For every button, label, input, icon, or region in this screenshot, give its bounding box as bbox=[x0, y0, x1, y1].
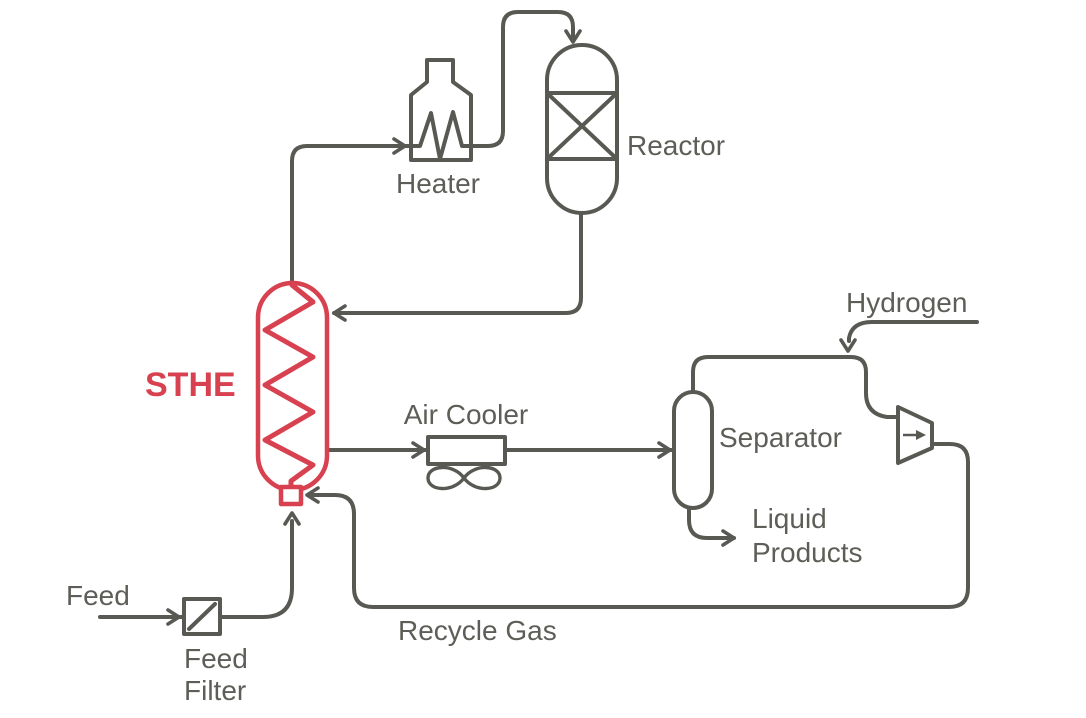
separator-symbol bbox=[672, 390, 714, 510]
pipe-recycle-gas bbox=[308, 442, 970, 609]
feed-filter-symbol bbox=[182, 597, 222, 636]
flow-arrow-into-sthe-shell bbox=[332, 304, 347, 322]
heater-body bbox=[409, 58, 473, 162]
pipe-reactor-to-sthe bbox=[332, 211, 583, 315]
sthe-symbol bbox=[255, 280, 330, 507]
sthe-label: STHE bbox=[145, 366, 236, 404]
flow-arrow-into-filter bbox=[166, 608, 181, 626]
labels: Heater Reactor STHE Air Cooler Separator… bbox=[66, 130, 967, 706]
feed-filter-diagonal bbox=[187, 602, 217, 631]
pipe-separator-to-compressor bbox=[691, 355, 900, 419]
pipe-hydrogen bbox=[847, 320, 979, 343]
reactor-label: Reactor bbox=[627, 130, 725, 161]
recycle-gas-label: Recycle Gas bbox=[398, 615, 557, 646]
pipe-liquid-products bbox=[687, 506, 736, 540]
flow-arrow-into-air-cooler bbox=[411, 441, 426, 459]
liquid-products-label-line1: Liquid bbox=[752, 503, 827, 534]
air-cooler-box bbox=[426, 435, 507, 466]
separator-shell bbox=[672, 390, 714, 510]
feed-filter-label-line2: Filter bbox=[184, 675, 246, 706]
pipe-filter-to-sthe bbox=[218, 519, 294, 619]
flow-arrow-into-separator bbox=[657, 441, 672, 459]
air-cooler-label: Air Cooler bbox=[404, 399, 528, 430]
flow-arrow-into-heater bbox=[392, 137, 407, 155]
flow-arrow-liquid-products bbox=[721, 529, 736, 547]
pipe-sthe-to-heater bbox=[290, 144, 412, 286]
sthe-bottom-nozzle bbox=[278, 484, 304, 507]
separator-label: Separator bbox=[719, 422, 842, 453]
heater-flame-icon bbox=[409, 110, 473, 161]
liquid-products-label-line2: Products bbox=[752, 537, 863, 568]
air-cooler-symbol bbox=[426, 435, 507, 491]
compressor-symbol bbox=[896, 405, 934, 465]
air-cooler-fan-icon bbox=[426, 465, 502, 491]
reactor-symbol bbox=[545, 43, 619, 215]
heater-symbol bbox=[409, 58, 473, 162]
pipe-heater-to-reactor bbox=[469, 10, 575, 148]
reactor-bed-cross bbox=[545, 91, 619, 161]
hydrogen-label: Hydrogen bbox=[846, 287, 967, 318]
feed-filter-label-line1: Feed bbox=[184, 643, 248, 674]
pipes bbox=[98, 10, 979, 626]
reactor-shell bbox=[545, 43, 619, 215]
flow-arrow-hydrogen-join bbox=[839, 338, 857, 353]
compressor-flow-arrowhead bbox=[916, 430, 926, 440]
flow-arrow-into-reactor bbox=[564, 29, 582, 44]
feed-label: Feed bbox=[66, 580, 130, 611]
flow-arrow-recycle-into-sthe bbox=[305, 486, 320, 504]
sthe-coil-icon bbox=[262, 282, 316, 490]
flow-arrow-feed-into-sthe bbox=[283, 511, 301, 526]
heater-label: Heater bbox=[396, 168, 480, 199]
